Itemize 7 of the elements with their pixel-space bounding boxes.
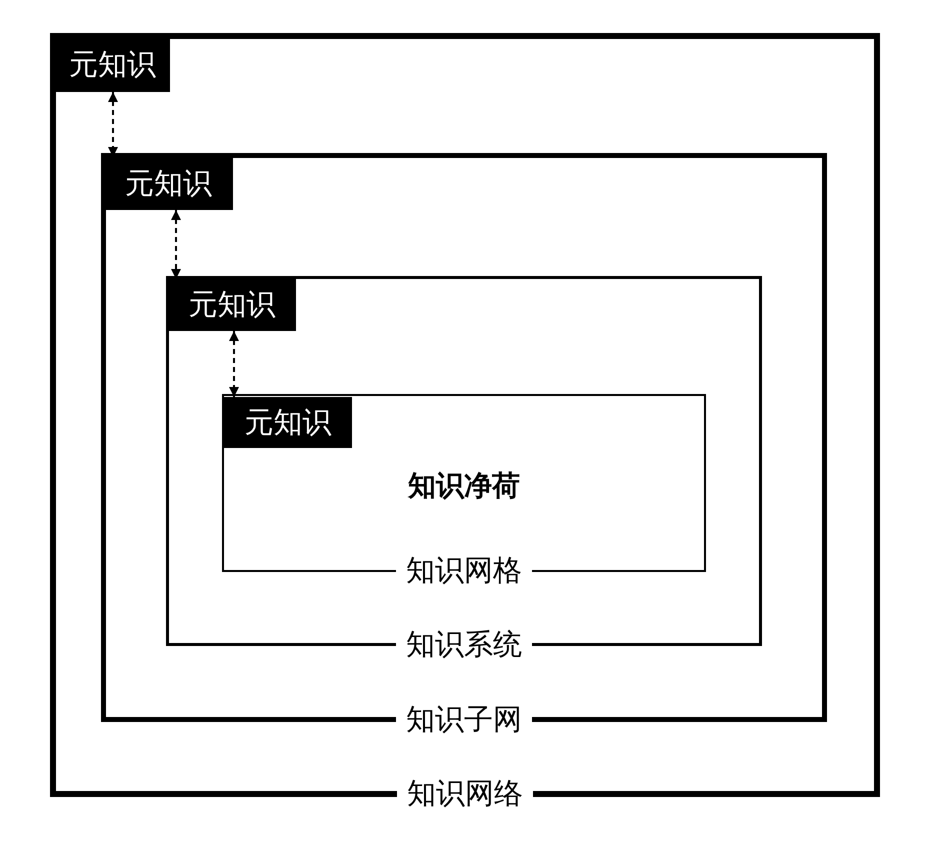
tag-label: 元知识: [104, 157, 233, 210]
tag-label: 元知识: [168, 279, 296, 331]
dashed-double-arrow: [171, 210, 181, 279]
center-label: 知识净荷: [404, 466, 524, 506]
dashed-double-arrow: [229, 331, 239, 397]
tag-label: 元知识: [224, 397, 352, 448]
tag-label: 元知识: [55, 38, 170, 92]
